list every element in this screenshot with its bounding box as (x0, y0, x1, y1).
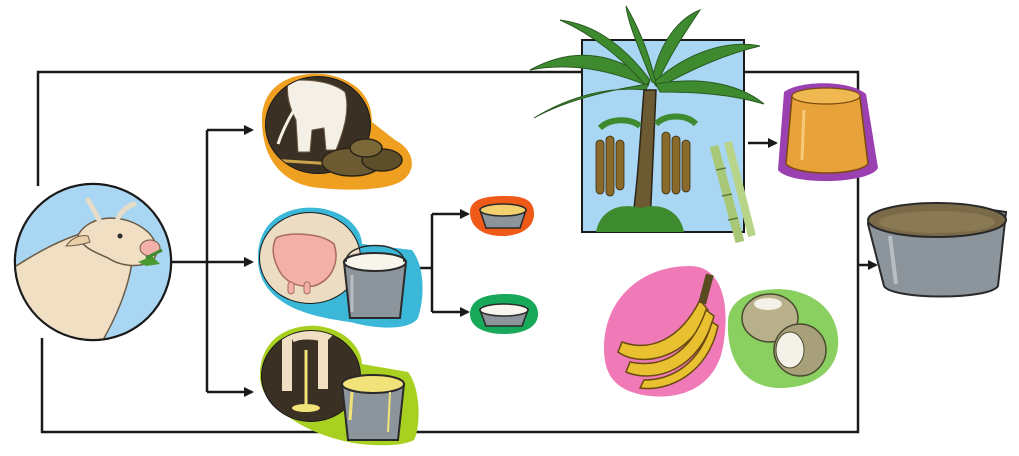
cow-dung-icon (262, 74, 412, 190)
bowl-of-curd-icon (470, 196, 534, 236)
cow-eating-grass-icon (10, 180, 180, 345)
jaggery-block-icon (778, 83, 878, 181)
cow-urine-bucket-icon (260, 326, 419, 445)
banana-coconut-icon (604, 266, 838, 397)
bowl-of-ghee-icon (470, 294, 538, 334)
palm-tree-sugarcane-icon (530, 6, 764, 242)
mixing-vessel-icon (868, 203, 1006, 297)
cow-udder-milk-bucket-icon (258, 208, 423, 328)
